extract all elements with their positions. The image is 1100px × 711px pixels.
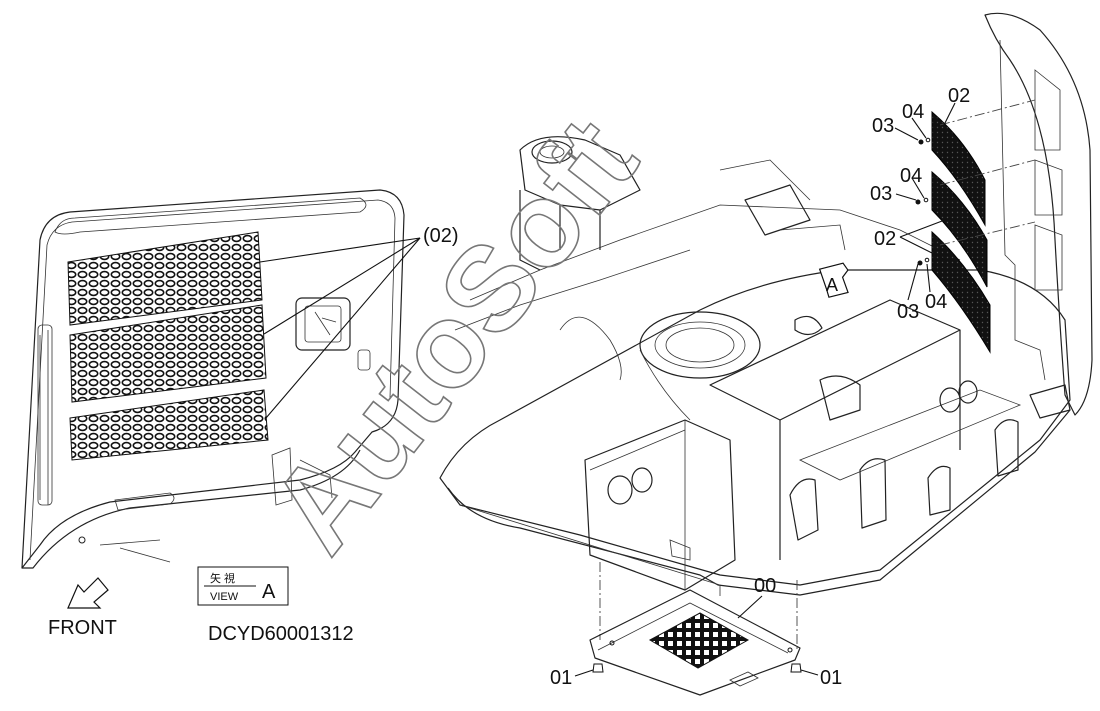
view-jp-text: 矢 視 <box>210 571 235 585</box>
upper-frame-assembly <box>439 12 1093 650</box>
side-cover-view <box>21 189 405 569</box>
watermark: AutoSoft <box>244 94 663 577</box>
view-en-text: VIEW <box>210 591 239 603</box>
view-a-arrow-icon <box>818 262 849 298</box>
label-02-mid: 02 <box>874 228 896 250</box>
label-03-low: 03 <box>897 301 919 323</box>
side-panel-leaders <box>259 237 421 419</box>
label-02-top: 02 <box>948 85 970 107</box>
label-03-top: 03 <box>872 115 894 137</box>
front-arrow-icon <box>67 577 109 609</box>
leader-00 <box>737 595 763 619</box>
label-01-right: 01 <box>820 667 842 689</box>
view-letter: A <box>262 581 276 603</box>
view-a-box: 矢 視 VIEW A <box>197 566 289 606</box>
label-04-low: 04 <box>925 291 947 313</box>
bolt-01-left <box>574 663 604 677</box>
label-02-side: (02) <box>423 225 459 247</box>
label-03-mid: 03 <box>870 183 892 205</box>
front-label: FRONT <box>48 617 117 639</box>
bolt-01-right <box>790 663 819 676</box>
under-cover-plate <box>589 589 801 696</box>
svg-text:AutoSoft: AutoSoft <box>245 94 662 576</box>
label-04-top: 04 <box>902 101 924 123</box>
label-01-left: 01 <box>550 667 572 689</box>
right-leaders <box>894 102 956 301</box>
label-00: 00 <box>754 575 776 597</box>
drawing-code: DCYD60001312 <box>208 623 354 645</box>
label-04-mid: 04 <box>900 165 922 187</box>
label-view-a: A <box>826 275 838 295</box>
